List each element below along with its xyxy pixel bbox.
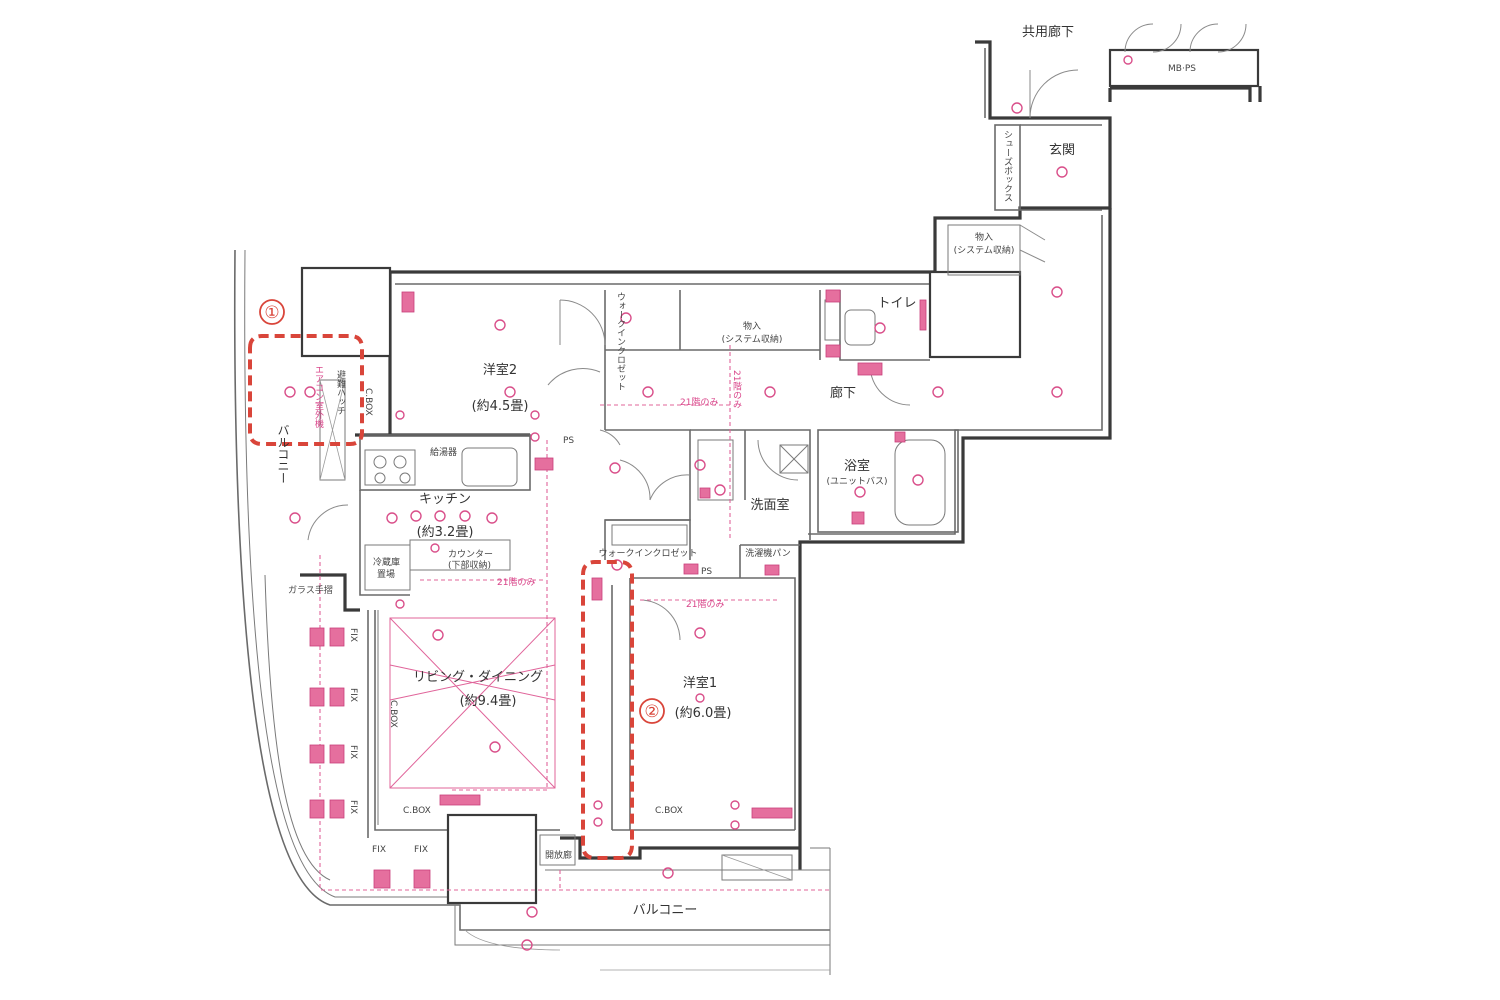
fridge-line1: 冷蔵庫 <box>373 556 400 568</box>
marker-2: ② <box>639 698 665 724</box>
counter-line2: (下部収納) <box>448 559 491 571</box>
washer-label: 洗濯機パン <box>745 547 790 559</box>
toilet-label: トイレ <box>877 296 916 311</box>
fix-label-4: FIX <box>348 800 358 814</box>
fix-label-bottom-2: FIX <box>414 845 428 855</box>
fix-label-bottom-1: FIX <box>372 845 386 855</box>
fridge-line2: 置場 <box>377 568 395 580</box>
light-fixtures <box>289 55 1133 951</box>
cbox-living-label: C.BOX <box>403 806 431 816</box>
highlight-zones <box>248 334 634 860</box>
only21b-label: 21階のみ <box>497 577 535 588</box>
hallway-label: 廊下 <box>830 385 856 401</box>
entry-area <box>947 23 1247 276</box>
only21d-label: 21階のみ <box>731 370 742 408</box>
cbox-living-v-label: C.BOX <box>388 700 398 728</box>
columns <box>300 266 1022 905</box>
column-bottom <box>446 813 538 905</box>
ps2-label: PS <box>701 567 712 577</box>
marker-1: ① <box>259 299 285 325</box>
western2-name: 洋室2 <box>483 362 517 378</box>
kitchen-area: (約3.2畳) <box>417 525 474 540</box>
living-area: (約9.4畳) <box>460 694 517 709</box>
cbox-w2-label: C.BOX <box>363 388 373 416</box>
corridor-label: 共用廊下 <box>1022 24 1074 40</box>
walls <box>233 40 1262 975</box>
cbox-w1-label: C.BOX <box>655 806 683 816</box>
fix-label-1: FIX <box>348 628 358 642</box>
kitchen-name: キッチン <box>419 492 471 507</box>
room-labels: 共用廊下 MB·PS 玄関 シューズボックス 物入 (システム収納) 洋室2 (… <box>276 24 1196 918</box>
walkin-top-label: ウォークインクロゼット <box>615 292 626 391</box>
bath-name: 浴室 <box>844 458 870 474</box>
washroom-label: 洗面室 <box>750 497 789 513</box>
zone-1 <box>248 334 364 446</box>
column-top-right <box>928 270 1022 359</box>
mbps-box <box>1108 48 1260 88</box>
marker-1-label: ① <box>264 303 279 323</box>
fix-label-3: FIX <box>348 745 358 759</box>
glass-label: ガラス手摺 <box>288 584 333 596</box>
gas-label: 給湯器 <box>430 446 457 458</box>
balcony-top-label: バルコニー <box>276 424 290 484</box>
outlet-boxes <box>284 289 927 889</box>
walkin-mid-label: ウォークインクロゼット <box>598 547 697 559</box>
only21c-label: 21階のみ <box>686 599 724 610</box>
counter-line1: カウンター <box>448 549 493 560</box>
closet-top-label: 物入 <box>975 231 993 243</box>
ps-label: PS <box>563 436 574 446</box>
stairs-label: 避難ハッチ <box>335 369 346 415</box>
annotations-pink <box>319 345 830 891</box>
hatch-label: 開放廊 <box>545 849 572 861</box>
doors <box>307 224 1046 641</box>
bath-sub: (ユニットバス) <box>826 476 887 487</box>
zone-2 <box>581 560 634 860</box>
western1-area: (約6.0畳) <box>675 706 732 721</box>
only21a-label: 21階のみ <box>680 397 718 408</box>
living-name: リビング・ダイニング <box>413 670 543 685</box>
western2-area: (約4.5畳) <box>472 399 529 414</box>
shoes-label: シューズボックス <box>1002 130 1013 202</box>
western1-name: 洋室1 <box>683 675 717 691</box>
small-labels: PS PS C.BOX C.BOX C.BOX C.BOX カウンター (下部収… <box>288 365 742 861</box>
column-top-left <box>300 266 392 358</box>
storage-mid-sub: (システム収納) <box>722 333 783 345</box>
genkan-label: 玄関 <box>1049 143 1075 158</box>
balcony-bottom-label: バルコニー <box>633 903 698 918</box>
mbps-label: MB·PS <box>1168 64 1196 74</box>
storage-mid-name: 物入 <box>743 320 761 332</box>
fix-label-2: FIX <box>348 688 358 702</box>
outdoor-unit-label: エアコン室外機 <box>313 365 324 429</box>
marker-2-label: ② <box>644 702 659 722</box>
closet-top-sub: (システム収納) <box>954 244 1015 256</box>
